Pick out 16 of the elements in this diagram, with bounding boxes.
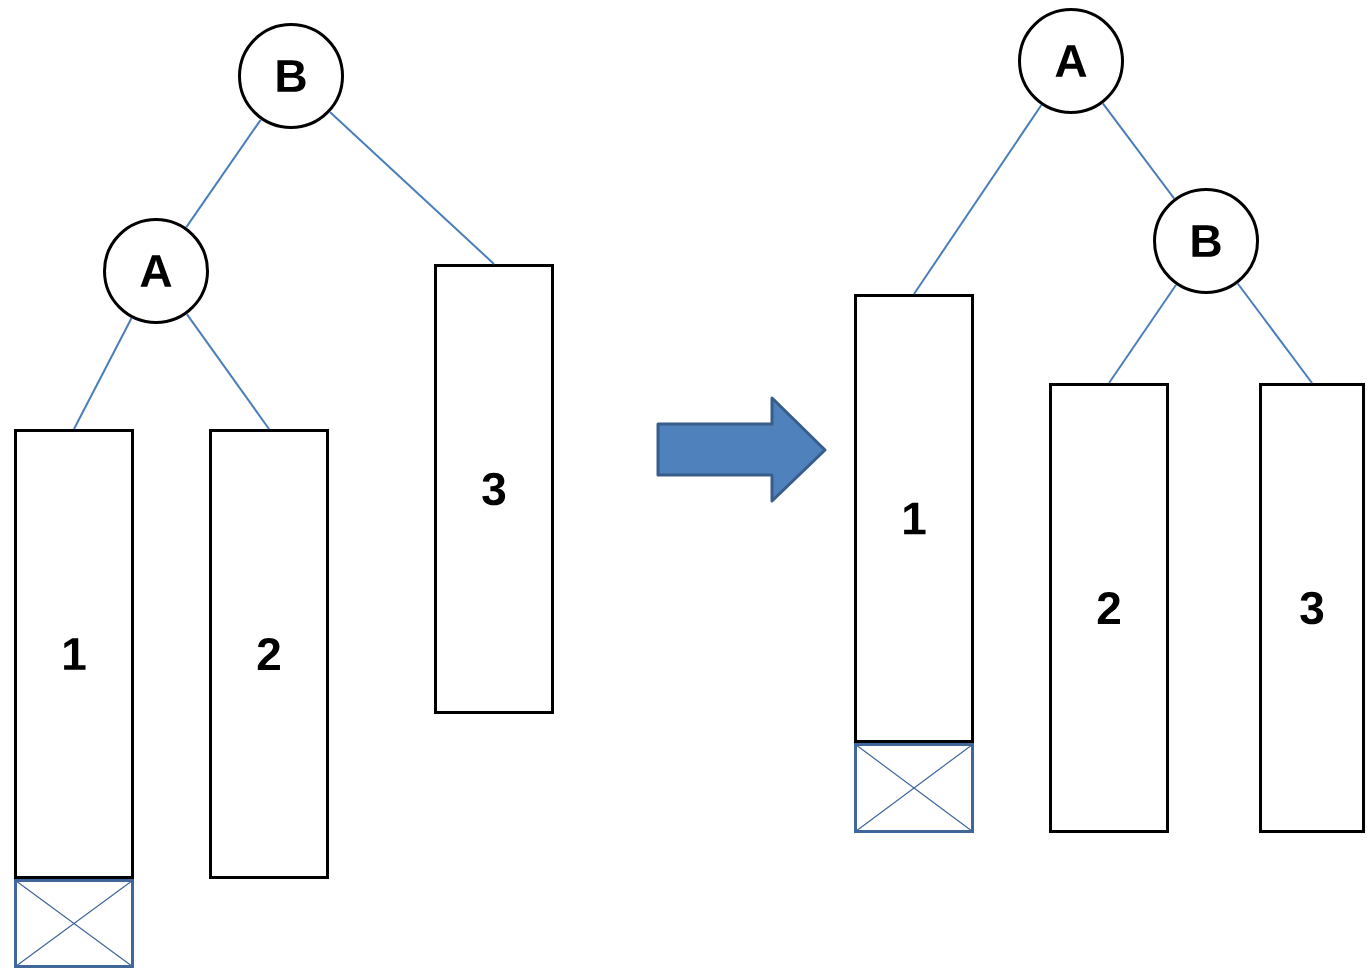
tree-edge — [1236, 282, 1313, 384]
subtree-box: 1 — [854, 294, 974, 743]
tree-edge — [73, 317, 133, 430]
tree-edge — [185, 118, 262, 229]
subtree-box: 1 — [14, 429, 134, 879]
tree-edge — [913, 103, 1043, 295]
subtree-box: 3 — [1259, 383, 1365, 833]
tree-edge — [185, 313, 270, 430]
crossed-box — [14, 879, 134, 968]
crossed-box — [854, 743, 974, 833]
tree-edge — [1101, 102, 1176, 200]
tree-edge — [1108, 283, 1178, 384]
subtree-box: 2 — [209, 429, 329, 879]
subtree-box: 3 — [434, 264, 554, 714]
tree-edge — [328, 111, 495, 265]
subtree-box: 2 — [1049, 383, 1169, 833]
